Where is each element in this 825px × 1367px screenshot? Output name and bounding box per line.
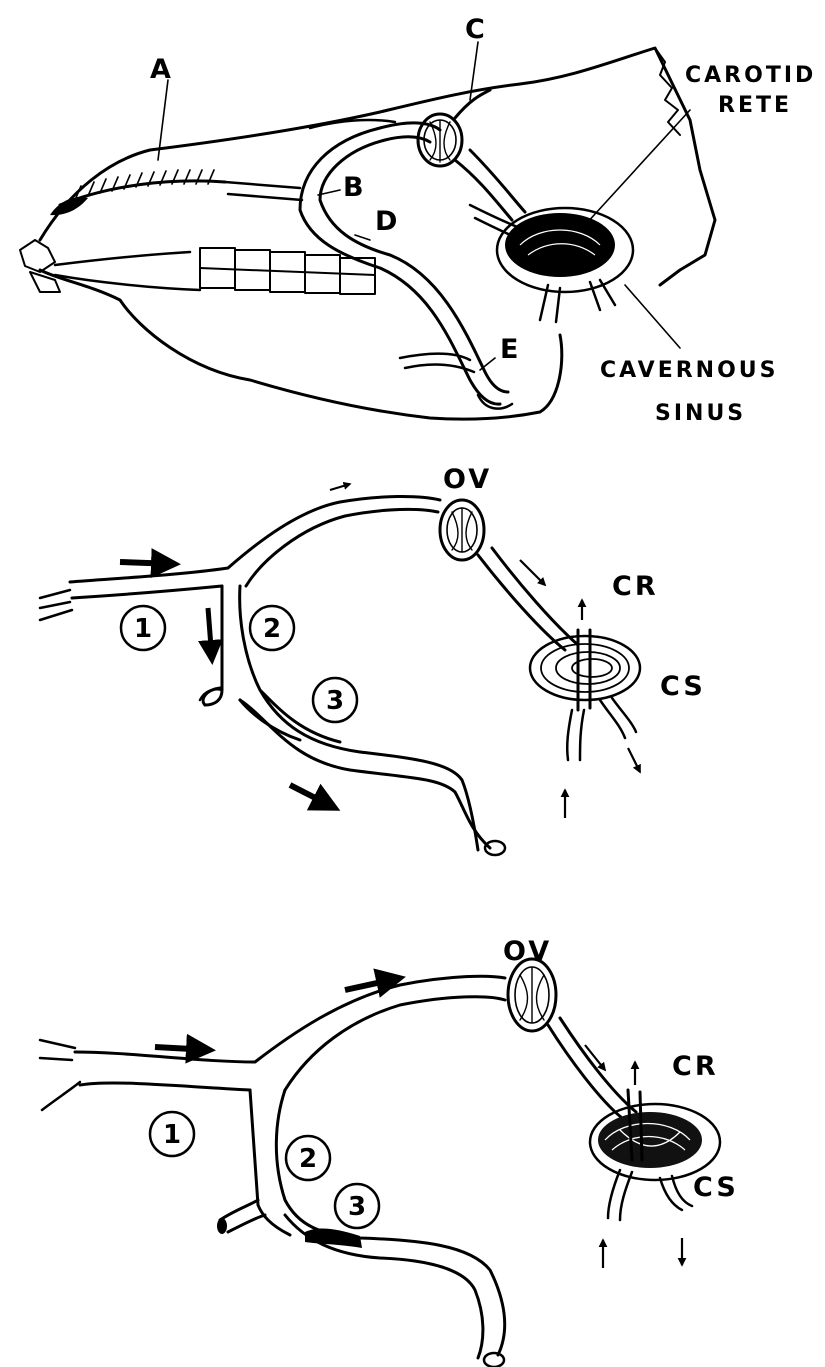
bot-circle-2: 2 <box>286 1136 330 1180</box>
label-b: B <box>343 172 367 203</box>
mid-ov-to-cs-vessel <box>478 548 578 650</box>
mid-label-cs: CS <box>660 671 706 702</box>
bot-left-fork <box>40 1040 80 1110</box>
bot-stub-end <box>217 1218 227 1234</box>
label-c: C <box>465 14 488 45</box>
bottom-panel: 1 2 3 OV CR CS <box>40 936 739 1367</box>
bot-ov-plexus <box>508 959 556 1031</box>
svg-text:2: 2 <box>299 1144 317 1174</box>
bot-circle-1: 1 <box>150 1112 194 1156</box>
bot-circle-3: 3 <box>335 1184 379 1228</box>
bot-label-ov: OV <box>503 936 552 967</box>
svg-text:2: 2 <box>263 614 281 644</box>
bot-constriction <box>305 1229 362 1248</box>
mid-left-fork <box>40 590 72 620</box>
svg-text:3: 3 <box>348 1192 366 1222</box>
bot-vessel-end <box>484 1353 504 1367</box>
mid-flow-arrows <box>120 484 640 818</box>
bot-label-cr: CR <box>672 1051 719 1082</box>
mid-main-vessel-bottom <box>72 509 438 598</box>
horizontal-branch <box>225 182 302 200</box>
middle-panel: 1 2 3 OV CR CS <box>40 464 706 855</box>
plexus-to-rete-vessel <box>455 150 525 220</box>
bot-flow-arrows <box>155 978 682 1268</box>
vessel-outer <box>300 123 500 404</box>
bot-main-vessel-top <box>75 976 505 1062</box>
label-cavernous: CAVERNOUS <box>600 358 779 383</box>
leader-lines <box>158 42 690 370</box>
incisors <box>20 240 60 292</box>
svg-text:3: 3 <box>326 686 344 716</box>
svg-text:1: 1 <box>163 1120 181 1150</box>
mid-ov-plexus <box>440 500 484 560</box>
svg-text:1: 1 <box>134 614 152 644</box>
label-sinus: SINUS <box>655 401 746 426</box>
label-a: A <box>150 54 174 85</box>
label-carotid: CAROTID <box>685 63 816 88</box>
nasal-dark-tip <box>50 197 88 215</box>
bot-label-cs: CS <box>693 1172 739 1203</box>
label-e: E <box>500 334 521 365</box>
mid-label-cr: CR <box>612 571 659 602</box>
carotid-rete <box>497 208 633 292</box>
bot-ov-to-cs-vessel <box>548 1018 636 1118</box>
label-d: D <box>375 206 400 237</box>
bot-descending-vessel <box>250 1090 505 1358</box>
mid-circle-1: 1 <box>121 606 165 650</box>
mid-descending-vessel <box>205 586 478 850</box>
ophthalmic-plexus-c <box>418 114 462 166</box>
label-rete: RETE <box>718 93 792 118</box>
mid-label-ov: OV <box>443 464 492 495</box>
mid-circle-3: 3 <box>313 678 357 722</box>
bot-main-vessel-bottom <box>80 997 505 1090</box>
mid-cs-complex <box>530 630 640 760</box>
mid-circle-2: 2 <box>250 606 294 650</box>
skull-panel: A B C D E CAROTID RETE CAVERNOUS SINUS <box>20 14 816 426</box>
